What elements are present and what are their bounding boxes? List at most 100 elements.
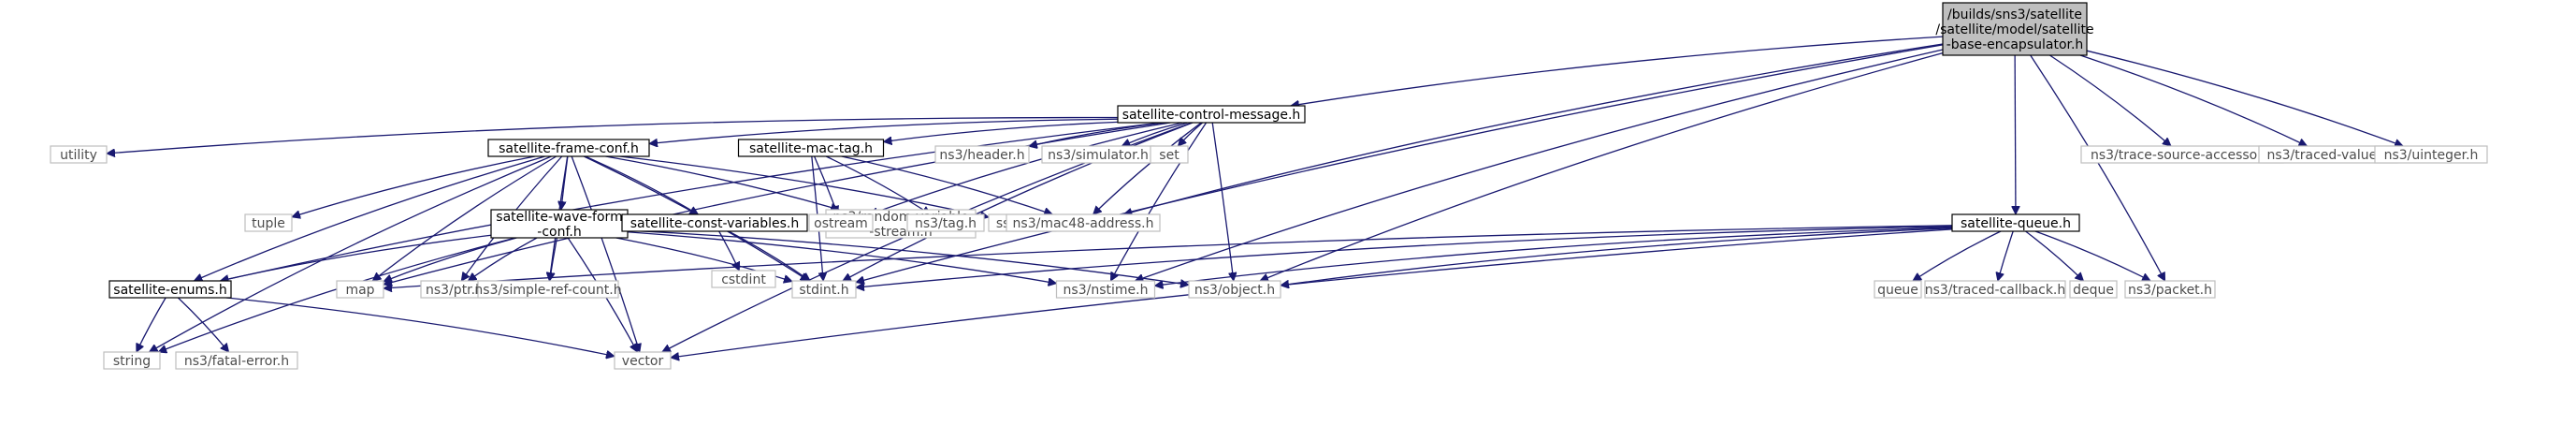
node-box	[1055, 280, 1156, 299]
header-nodes: /builds/sns3/satellite/satellite/model/s…	[50, 2, 2488, 370]
edge-queue_h-to-map	[384, 225, 1953, 288]
node-src: ns3/simple-ref-count.h	[474, 280, 622, 299]
node-deque: deque	[2069, 280, 2118, 299]
edge-base-to-nstime	[1135, 49, 1944, 281]
node-tuple: tuple	[244, 213, 293, 232]
node-tcb: ns3/traced-callback.h	[1924, 280, 2066, 299]
node-ptr: ns3/ptr.h	[420, 280, 489, 299]
node-label: ns3/ptr.h	[426, 283, 484, 298]
edge-base-to-packet	[2030, 54, 2166, 281]
node-vector: vector	[614, 351, 672, 370]
node-label: set	[1159, 148, 1179, 163]
edge-mactag-to-ostream	[814, 155, 838, 214]
edge-ctrl-to-enums	[221, 122, 1162, 281]
node-box	[711, 270, 776, 288]
edge-wf-to-map	[384, 237, 517, 282]
edge-queue_h-to-object	[1281, 228, 1953, 286]
edge-mactag-to-tag	[825, 155, 931, 214]
edge-ctrl-to-sim	[1122, 122, 1188, 146]
node-label: ns3/traced-value.h	[2266, 148, 2389, 163]
node-stdint: stdint.h	[791, 280, 857, 299]
node-box	[1924, 280, 2066, 299]
node-box	[109, 280, 232, 299]
node-label: tuple	[252, 216, 285, 231]
edge-ctrl-to-utility	[107, 116, 1119, 154]
node-object: ns3/object.h	[1188, 280, 1281, 299]
node-label: ns3/traced-callback.h	[1925, 283, 2066, 298]
edge-queue_h-to-tcb	[1998, 230, 2014, 281]
node-mactag[interactable]: satellite-mac-tag.h	[737, 139, 885, 157]
node-queue_h[interactable]: satellite-queue.h	[1951, 213, 2080, 232]
node-box	[1150, 145, 1189, 164]
node-box	[490, 209, 629, 239]
edge-ctrl-to-map	[384, 122, 1171, 285]
edge-wf-to-enums	[220, 234, 492, 281]
edge-ctrl-to-set	[1178, 122, 1204, 146]
node-utility: utility	[50, 145, 108, 164]
node-box	[50, 145, 108, 164]
node-box	[614, 351, 672, 370]
node-label: satellite-mac-tag.h	[749, 141, 873, 156]
node-label: map	[345, 283, 374, 298]
edge-base-to-uint	[2086, 50, 2403, 146]
node-tv: ns3/traced-value.h	[2258, 145, 2398, 164]
node-box	[808, 213, 874, 232]
node-set: set	[1150, 145, 1189, 164]
edge-ctrl-to-fc	[649, 118, 1119, 143]
edge-wf-to-src	[550, 237, 558, 281]
edge-wf-to-object	[627, 229, 1189, 285]
node-wf[interactable]: satellite-wave-form-conf.h	[490, 209, 629, 240]
edge-ctrl-to-ostream	[870, 122, 1183, 214]
node-label: satellite-enums.h	[113, 283, 226, 298]
node-label: -base-encapsulator.h	[1946, 37, 2084, 52]
node-box	[336, 280, 384, 299]
edge-ctrl-to-object	[1211, 122, 1234, 281]
node-packet: ns3/packet.h	[2124, 280, 2216, 299]
node-label: satellite-control-message.h	[1122, 108, 1301, 123]
node-label: satellite-frame-conf.h	[499, 141, 639, 156]
edge-base-to-object	[1260, 52, 1944, 281]
node-cstdint: cstdint	[711, 270, 776, 288]
edge-fc-to-string	[150, 155, 552, 353]
node-fatal: ns3/fatal-error.h	[175, 351, 298, 370]
node-label: ns3/mac48-address.h	[1013, 216, 1154, 231]
edge-fc-to-enums	[194, 155, 545, 281]
node-label: ns3/packet.h	[2128, 283, 2212, 298]
node-header: ns3/header.h	[934, 145, 1030, 164]
node-label: vector	[622, 354, 664, 369]
edge-base-to-ctrl	[1291, 36, 1944, 106]
node-uint: ns3/uinteger.h	[2374, 145, 2488, 164]
node-label: satellite-const-variables.h	[630, 216, 800, 231]
node-label: /satellite/model/satellite	[1935, 22, 2093, 37]
node-enums[interactable]: satellite-enums.h	[109, 280, 232, 299]
node-label: ns3/trace-source-accessor.h	[2091, 148, 2274, 163]
edge-ctrl-to-mactag	[884, 121, 1119, 141]
edge-enums-to-vector	[225, 297, 615, 356]
node-label: ns3/simulator.h	[1048, 148, 1149, 163]
node-box	[1874, 280, 1922, 299]
node-label: ns3/nstime.h	[1064, 283, 1149, 298]
node-box	[175, 351, 298, 370]
node-box	[791, 280, 857, 299]
node-box	[1951, 213, 2080, 232]
node-label: ns3/simple-ref-count.h	[474, 283, 621, 298]
node-box	[2069, 280, 2118, 299]
node-cv[interactable]: satellite-const-variables.h	[621, 213, 808, 232]
node-box	[2124, 280, 2216, 299]
node-nstime: ns3/nstime.h	[1055, 280, 1156, 299]
edge-fc-to-rvs	[605, 155, 839, 210]
node-label: ns3/object.h	[1194, 283, 1275, 298]
node-base[interactable]: /builds/sns3/satellite/satellite/model/s…	[1935, 2, 2094, 56]
node-label: satellite-wave-form	[496, 210, 622, 225]
node-label: ostream	[814, 216, 868, 231]
node-label: utility	[60, 148, 97, 163]
node-label: /builds/sns3/satellite	[1947, 7, 2082, 22]
node-box	[1942, 2, 2088, 56]
edge-queue_h-to-stdint	[856, 226, 1953, 287]
node-fc[interactable]: satellite-frame-conf.h	[487, 139, 650, 157]
node-box	[2374, 145, 2488, 164]
node-box	[244, 213, 293, 232]
node-ctrl[interactable]: satellite-control-message.h	[1117, 105, 1306, 124]
node-box	[906, 213, 985, 232]
